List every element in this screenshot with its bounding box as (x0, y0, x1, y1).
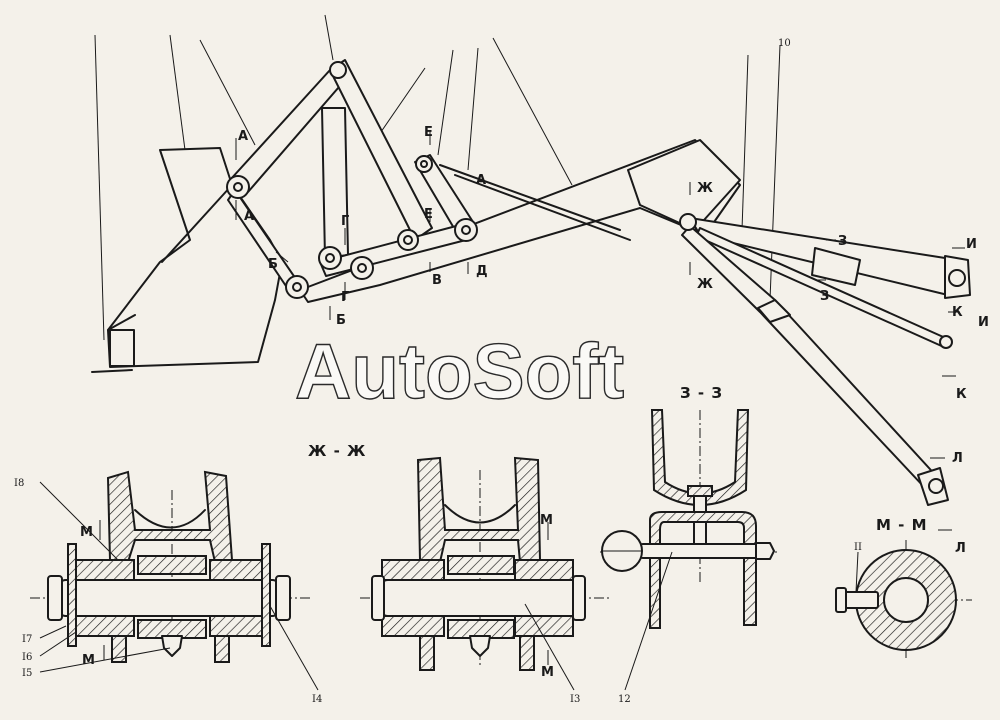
label-m2: М (82, 653, 95, 668)
label-g1: Г (341, 214, 349, 229)
label-l1: Л (952, 451, 963, 466)
part-number-14: I4 (312, 694, 322, 705)
label-a2: А (244, 209, 254, 224)
label-z1: З (838, 234, 847, 249)
section-title-z: З - З (680, 384, 723, 402)
part-number-17: I7 (22, 634, 32, 645)
pivot-pins (226, 61, 966, 494)
part-number-15: I5 (22, 668, 32, 679)
section-zh-right-view (360, 456, 610, 671)
part-number-16: I6 (22, 652, 32, 663)
part-number-labels: I8 I7 I6 I5 I4 I3 12 II (14, 478, 862, 705)
label-b1: Б (268, 257, 278, 272)
label-m1: М (80, 525, 93, 540)
label-g2: Г (341, 290, 349, 305)
part-number-leaders (39, 481, 859, 691)
section-z-view (600, 409, 780, 629)
label-d: Д (476, 264, 488, 279)
leader-lines-top (94, 14, 781, 341)
part-number-10: 10 (778, 38, 791, 49)
watermark-text: AutoSoft (295, 327, 624, 415)
label-k2: К (956, 387, 967, 402)
part-number-18: I8 (14, 478, 24, 489)
label-i2: И (978, 315, 989, 330)
label-b2: Б (336, 313, 346, 328)
label-zh2: Ж (697, 277, 713, 292)
label-l2: Л (955, 541, 966, 556)
part-number-11: II (854, 542, 862, 553)
part-number-13: I3 (570, 694, 580, 705)
label-a3: А (476, 173, 486, 188)
section-title-m: М - М (876, 516, 928, 534)
label-z2: З (820, 289, 829, 304)
label-v: В (432, 273, 442, 288)
label-e1: Е (424, 125, 433, 140)
label-m3: М (540, 513, 553, 528)
label-a1: А (238, 129, 248, 144)
label-k1: К (952, 305, 963, 320)
section-title-zh: Ж - Ж (308, 442, 366, 460)
section-zh-left-view (30, 470, 310, 663)
section-m-view (835, 540, 972, 660)
section-cut-marks (235, 130, 965, 531)
top-letter-labels: А А А Б Б В Г Г Д Е Е Ж Ж З З И И К К Л … (238, 125, 989, 556)
section-m-cut-marks: М М М М (80, 513, 554, 680)
part-number-12: 12 (618, 694, 631, 705)
hydraulic-cylinders (681, 217, 971, 506)
label-i1: И (966, 237, 977, 252)
label-e2: Е (424, 207, 433, 222)
label-m4: М (541, 665, 554, 680)
label-zh1: Ж (697, 181, 713, 196)
boom-arm (299, 139, 741, 303)
loader-assembly-view: А А А Б Б В Г Г Д Е Е Ж Ж З З И И К К Л … (91, 14, 989, 556)
